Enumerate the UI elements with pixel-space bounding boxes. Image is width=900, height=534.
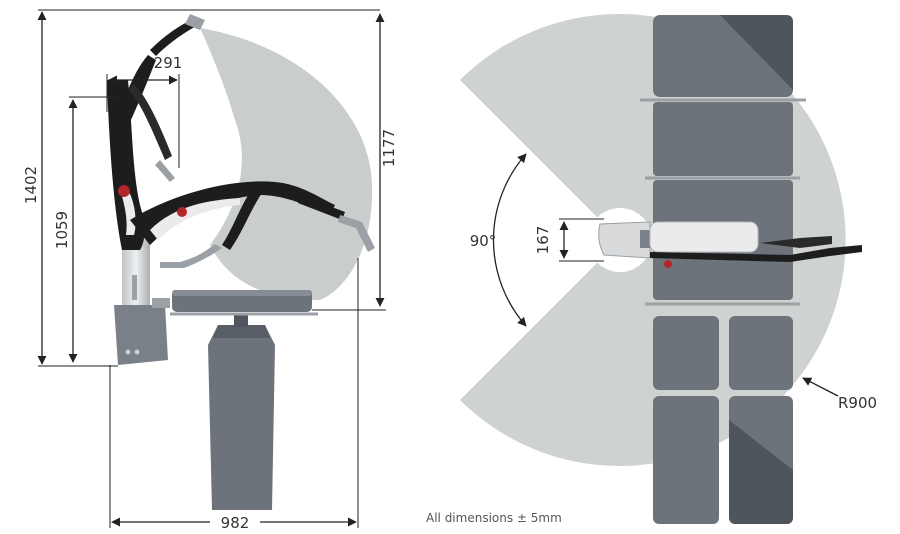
table-upper-section	[653, 102, 793, 176]
side-view: 1402 1059 291 1177 982	[22, 9, 398, 532]
top-view: 90° 167 R900 All dimensions ± 5mm	[426, 13, 877, 525]
pedestal-bracket	[234, 315, 248, 327]
table-leg-right-upper	[729, 316, 793, 390]
lower-joint-red	[177, 207, 187, 217]
dim-label-1402: 1402	[22, 166, 40, 204]
dim-label-r900: R900	[838, 394, 877, 412]
table-leg-left-upper	[653, 316, 719, 390]
top-joint-red	[664, 260, 672, 268]
dim-label-90: 90°	[470, 232, 497, 250]
upright-joint-red	[118, 185, 130, 197]
device-arm-top	[598, 221, 651, 259]
tolerance-note: All dimensions ± 5mm	[426, 511, 562, 525]
radius-leader	[802, 377, 839, 397]
device-upright-arm	[107, 80, 145, 250]
side-sweep-area	[200, 28, 373, 300]
dim-label-167: 167	[534, 226, 552, 255]
table-leg-left-lower	[653, 396, 719, 524]
dim-label-982: 982	[221, 514, 250, 532]
lower-handle	[338, 215, 375, 252]
device-lower-arm	[130, 181, 335, 245]
table-pedestal	[208, 325, 275, 510]
dim-label-1059: 1059	[53, 211, 71, 249]
angle-arc-90	[492, 153, 527, 327]
dim-label-291: 291	[154, 54, 183, 72]
device-base	[114, 305, 168, 365]
dim-label-1177: 1177	[380, 129, 398, 167]
